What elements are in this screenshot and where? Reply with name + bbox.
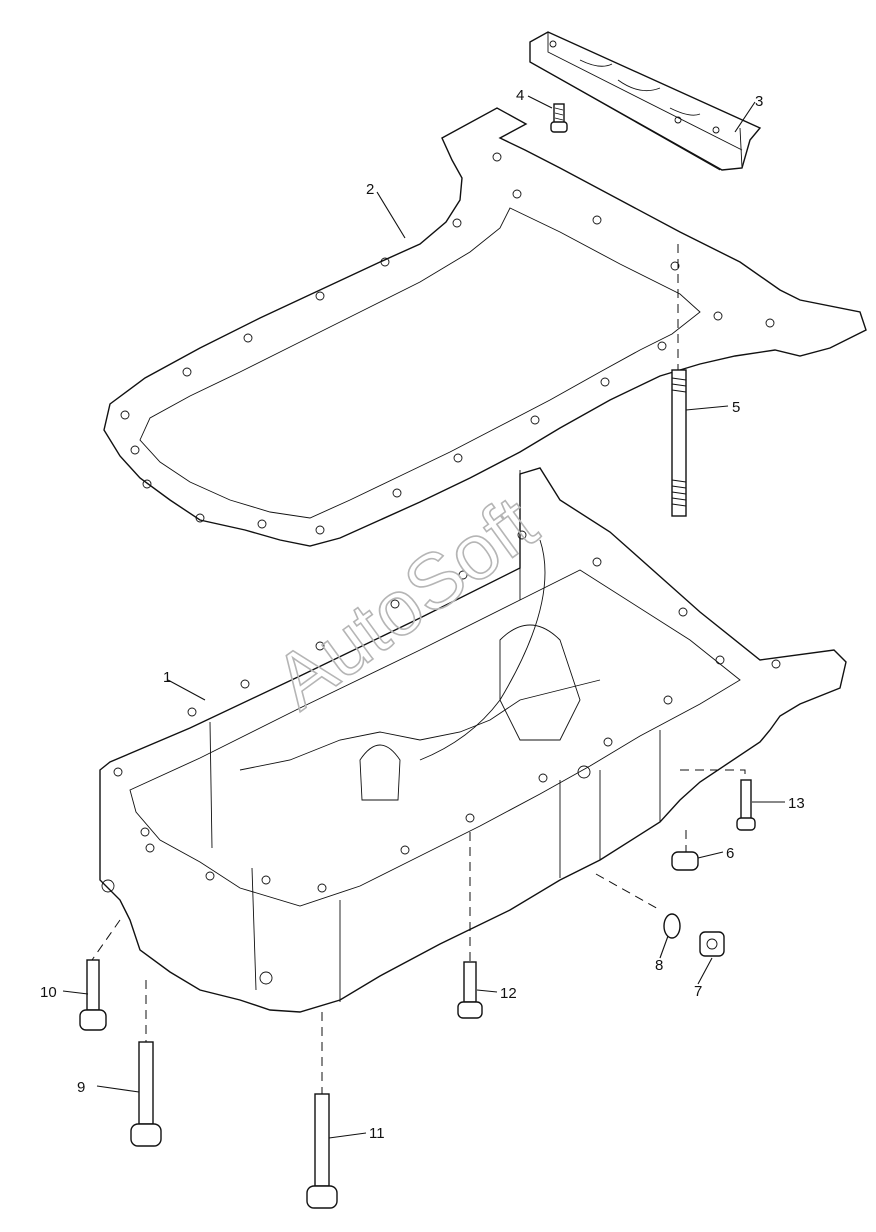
callout-6: 6 (726, 845, 734, 862)
callout-13: 13 (788, 795, 805, 812)
callout-2: 2 (366, 181, 374, 198)
bearing-bridge-part (529, 31, 762, 171)
bolt-10-part (79, 919, 121, 1031)
seal-ring-8-part (595, 873, 681, 939)
nut-6-part (671, 830, 699, 871)
callout-11: 11 (369, 1125, 385, 1142)
short-bolt-part (550, 103, 568, 133)
bolt-12-part (457, 832, 483, 1019)
callout-5: 5 (732, 399, 740, 416)
leader-lines (62, 95, 785, 1139)
bolt-9-part (130, 980, 162, 1147)
drain-plug-7-part (699, 931, 725, 957)
callout-4: 4 (516, 87, 524, 104)
callout-8: 8 (655, 957, 663, 974)
gasket-part (103, 107, 867, 547)
callout-7: 7 (694, 983, 702, 1000)
callout-3: 3 (755, 93, 763, 110)
callout-1: 1 (163, 669, 171, 686)
callout-9: 9 (77, 1079, 85, 1096)
stud-part (671, 244, 687, 517)
callout-10: 10 (40, 984, 57, 1001)
oil-pan-part (99, 467, 847, 1013)
bolt-11-part (306, 1012, 338, 1209)
bolt-13-part (680, 769, 756, 831)
callout-12: 12 (500, 985, 517, 1002)
